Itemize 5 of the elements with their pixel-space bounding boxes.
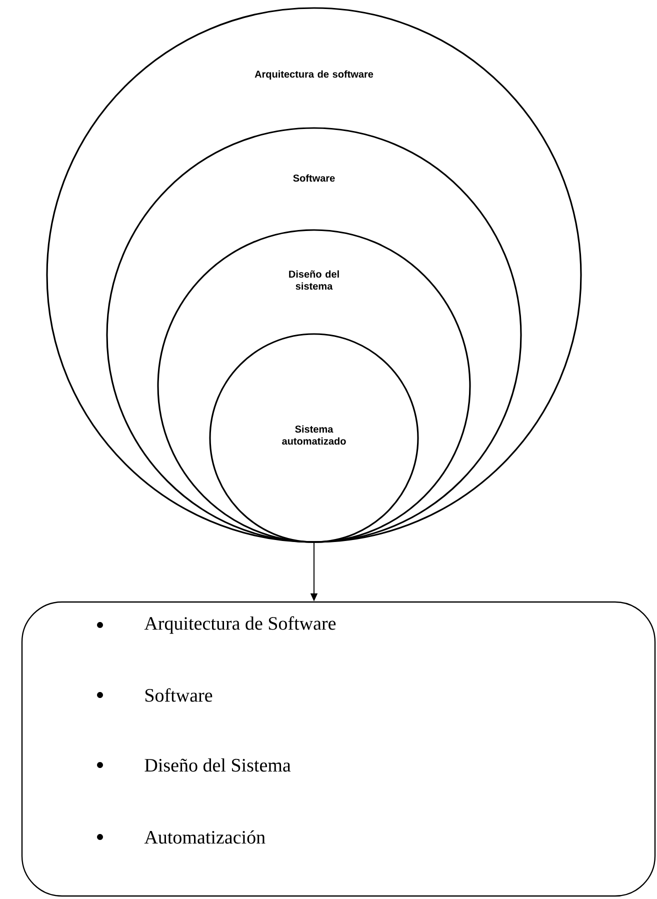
list-item: Arquitectura de Software [144, 616, 336, 634]
list-item: Automatización [144, 830, 266, 844]
rounded-box [21, 601, 656, 897]
list-item: Software [145, 688, 212, 702]
list-item: Diseño del Sistema [144, 758, 291, 772]
